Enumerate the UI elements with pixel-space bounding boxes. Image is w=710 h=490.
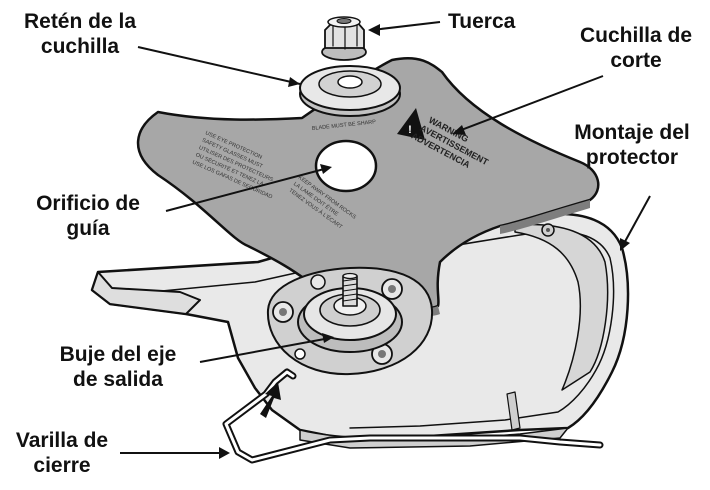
label-output-shaft-hub-line2: de salida bbox=[73, 368, 163, 391]
svg-text:!: ! bbox=[408, 124, 412, 136]
label-lock-rod-line1: Varilla de bbox=[16, 429, 108, 452]
label-guide-hole-line2: guía bbox=[66, 217, 109, 240]
label-lock-rod-line2: cierre bbox=[33, 454, 90, 477]
guide-hole bbox=[314, 139, 378, 193]
label-output-shaft-hub-line1: Buje del eje bbox=[60, 343, 177, 366]
label-blade-retainer-line2: cuchilla bbox=[41, 35, 120, 58]
nut bbox=[321, 16, 367, 61]
blade-retainer bbox=[299, 65, 401, 117]
label-shield-mount-line1: Montaje del bbox=[574, 121, 690, 144]
label-shield-mount-line2: protector bbox=[586, 146, 678, 169]
label-cutting-blade-line2: corte bbox=[610, 49, 661, 72]
lock-rod bbox=[222, 368, 604, 464]
insert-arrow-icon bbox=[260, 382, 281, 418]
label-guide-hole-line1: Orificio de bbox=[36, 192, 140, 215]
label-cutting-blade-line1: Cuchilla de bbox=[580, 24, 692, 47]
labels: Retén de la cuchilla Tuerca Cuchilla de … bbox=[16, 10, 692, 477]
label-blade-retainer-line1: Retén de la bbox=[24, 10, 136, 33]
label-nut: Tuerca bbox=[448, 10, 516, 33]
leader-lines bbox=[120, 21, 651, 459]
